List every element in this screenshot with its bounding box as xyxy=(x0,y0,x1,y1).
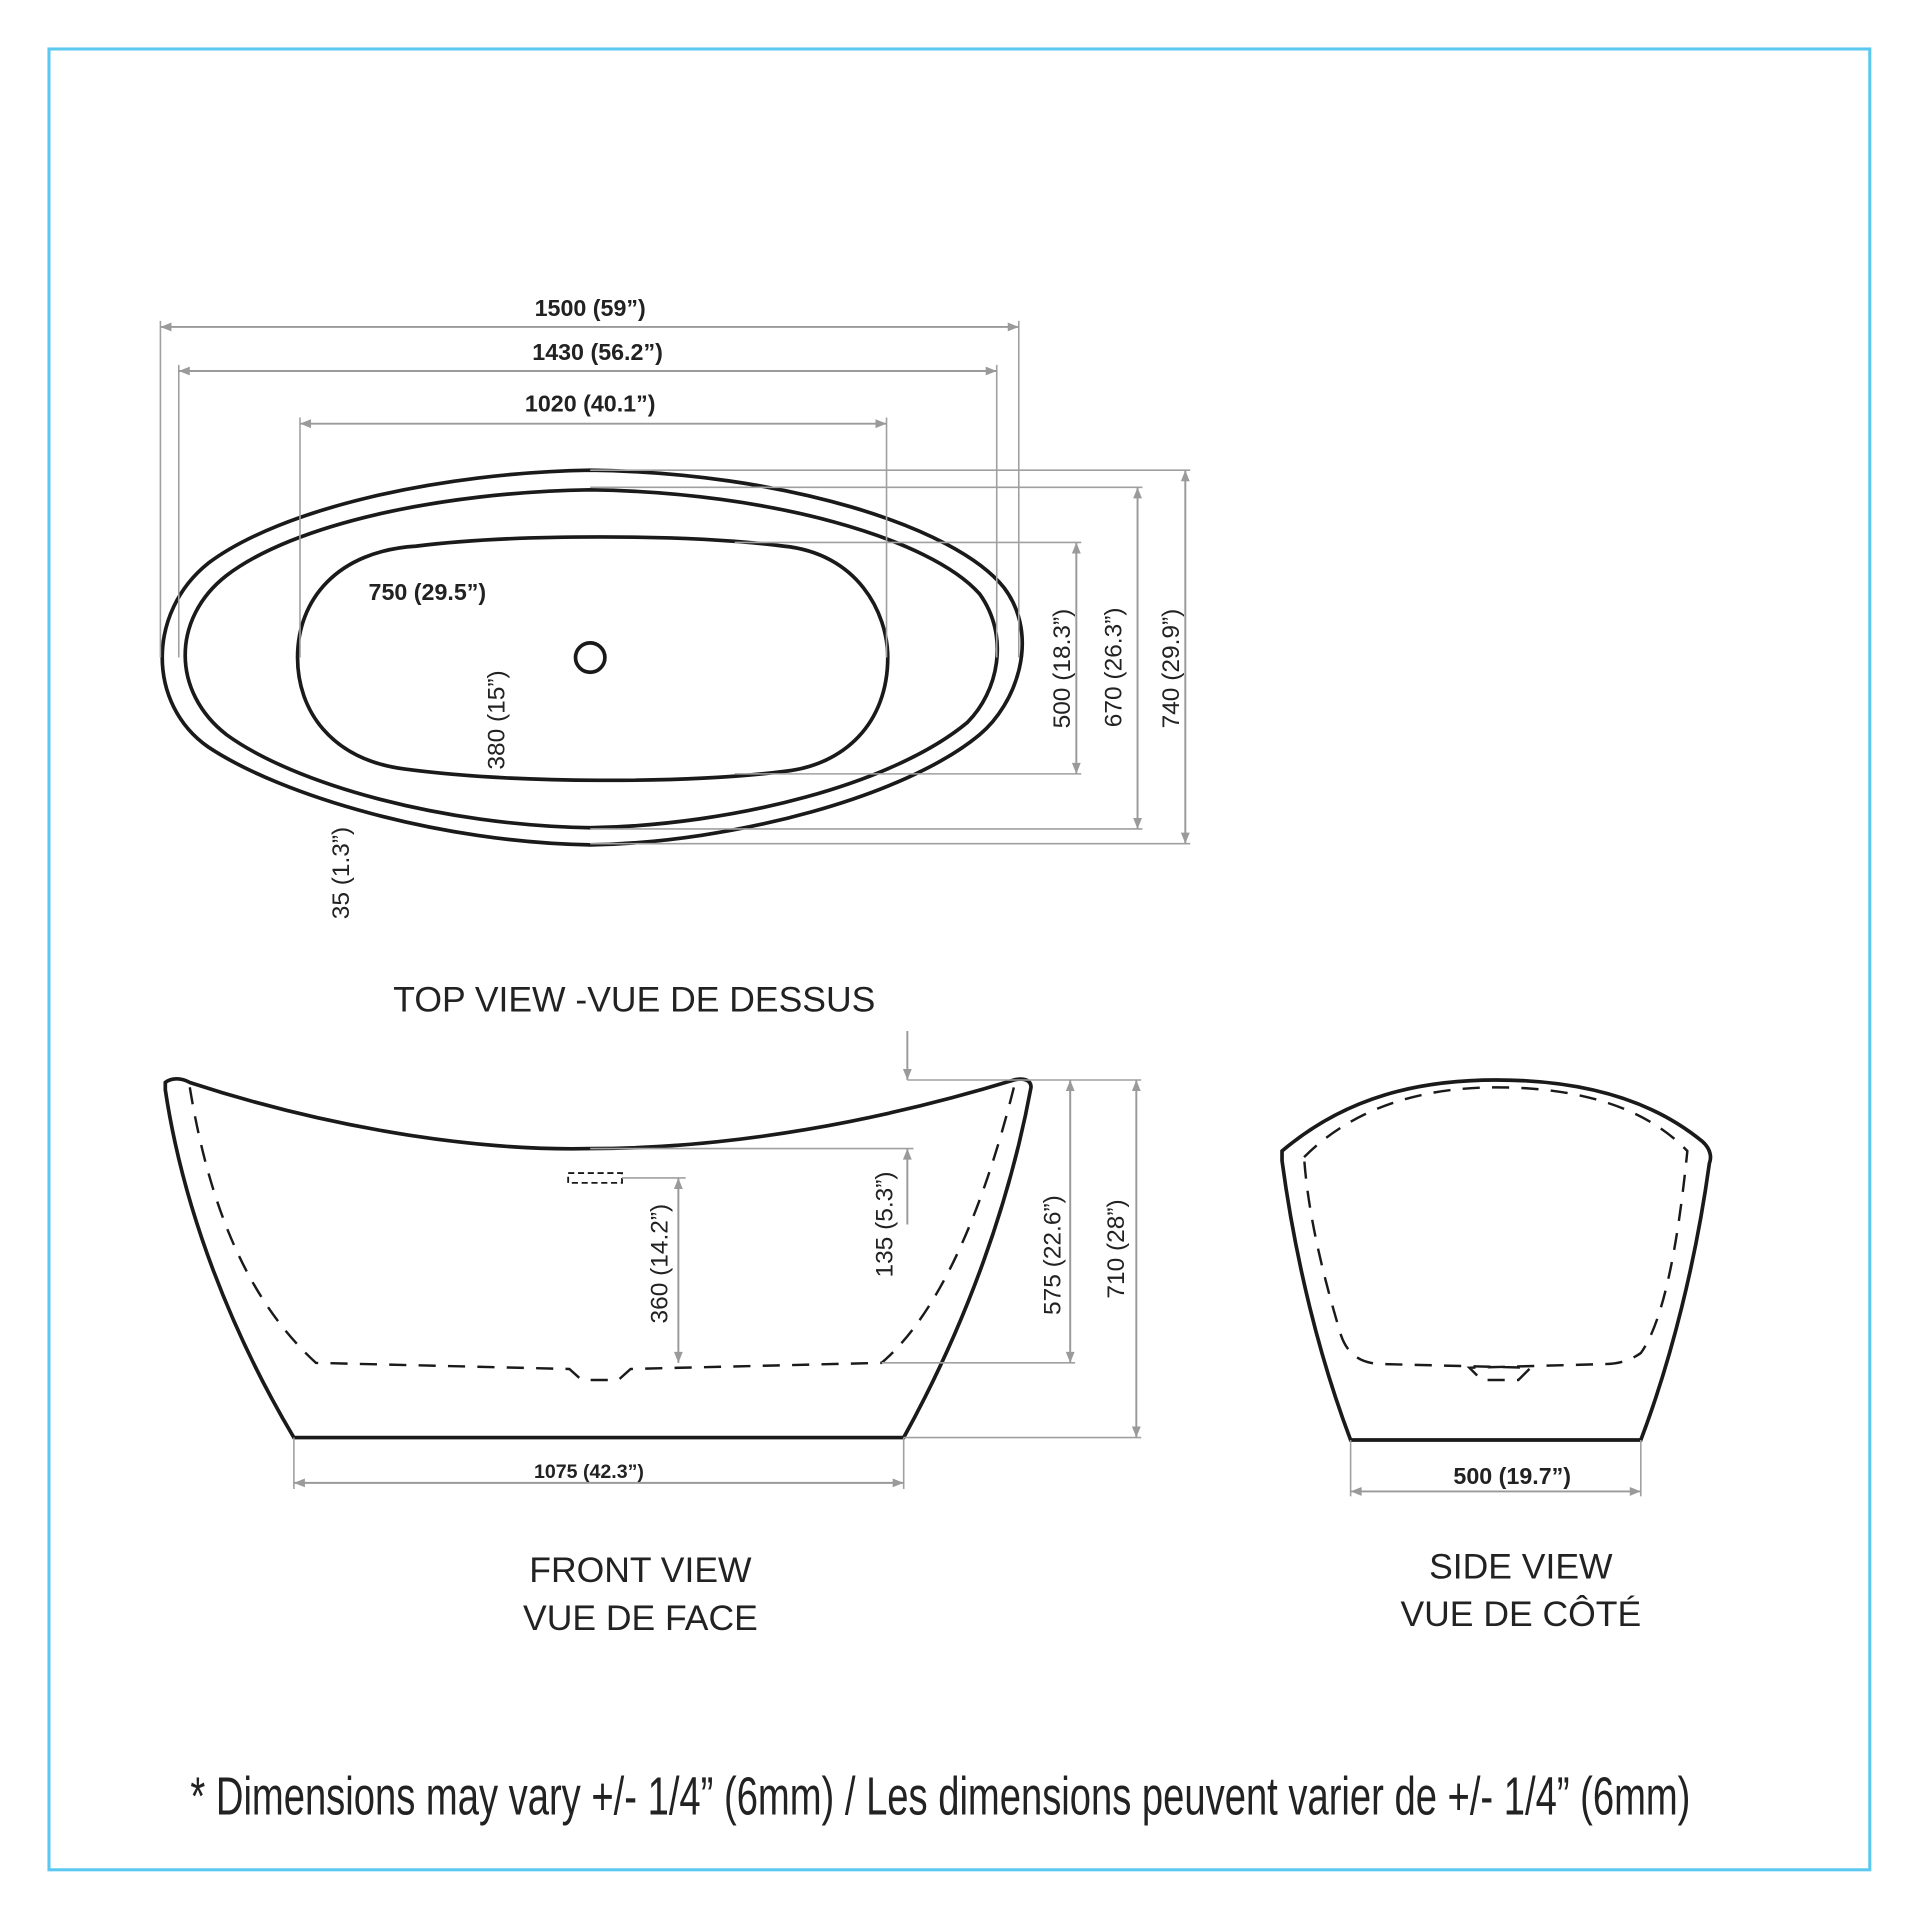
dim-basin-depth: 380 (15”) xyxy=(483,670,510,769)
dim-overall-height: 710 (28”) xyxy=(1103,1199,1130,1298)
side-outline xyxy=(1280,1078,1713,1442)
tolerance-note: * Dimensions may vary +/- 1/4” (6mm) / L… xyxy=(190,1767,1690,1827)
side-interior-dashed xyxy=(1302,1086,1689,1382)
top-view: 1500 (59”) 1430 (56.2”) 1020 (40.1”) 750… xyxy=(159,295,1191,1019)
drain-icon xyxy=(573,641,607,675)
dim-basin-width: 500 (18.3”) xyxy=(1049,609,1076,729)
outer-rim-outline xyxy=(160,468,1025,847)
front-view-title: FRONT VIEW xyxy=(529,1550,752,1590)
front-outline xyxy=(163,1076,1033,1440)
top-view-title: TOP VIEW -VUE DE DESSUS xyxy=(393,979,875,1019)
dim-overflow-drop: 135 (5.3”) xyxy=(872,1171,899,1277)
basin-outline xyxy=(295,535,890,783)
side-view-title-fr: VUE DE CÔTÉ xyxy=(1400,1594,1641,1634)
dim-rim-length: 1430 (56.2”) xyxy=(532,339,663,365)
dim-overall-width: 740 (29.9”) xyxy=(1158,609,1185,729)
side-view: 500 (19.7”) SIDE VIEW VUE DE CÔTÉ xyxy=(1280,1078,1713,1634)
dim-side-base-width: 500 (19.7”) xyxy=(1453,1463,1571,1489)
dim-basin-label: 750 (29.5”) xyxy=(369,579,487,605)
dim-overall-length: 1500 (59”) xyxy=(535,295,646,321)
front-view: 360 (14.2”) 135 (5.3”) 575 (22.6”) 710 (… xyxy=(163,1031,1142,1638)
dim-overflow-height: 360 (14.2”) xyxy=(646,1204,673,1324)
dim-rim-width: 670 (26.3”) xyxy=(1101,607,1128,727)
dim-rim-thickness: 35 (1.3”) xyxy=(328,827,355,919)
frame-border xyxy=(47,47,1872,1872)
front-view-title-fr: VUE DE FACE xyxy=(523,1598,758,1638)
dim-base-length: 1075 (42.3”) xyxy=(534,1461,644,1483)
dim-interior-depth: 575 (22.6”) xyxy=(1039,1195,1066,1315)
front-interior-dashed xyxy=(188,1087,1016,1382)
side-view-title: SIDE VIEW xyxy=(1429,1546,1613,1586)
dim-basin-length: 1020 (40.1”) xyxy=(525,390,656,416)
inner-rim-outline xyxy=(183,487,1000,830)
overflow-icon xyxy=(567,1172,623,1184)
